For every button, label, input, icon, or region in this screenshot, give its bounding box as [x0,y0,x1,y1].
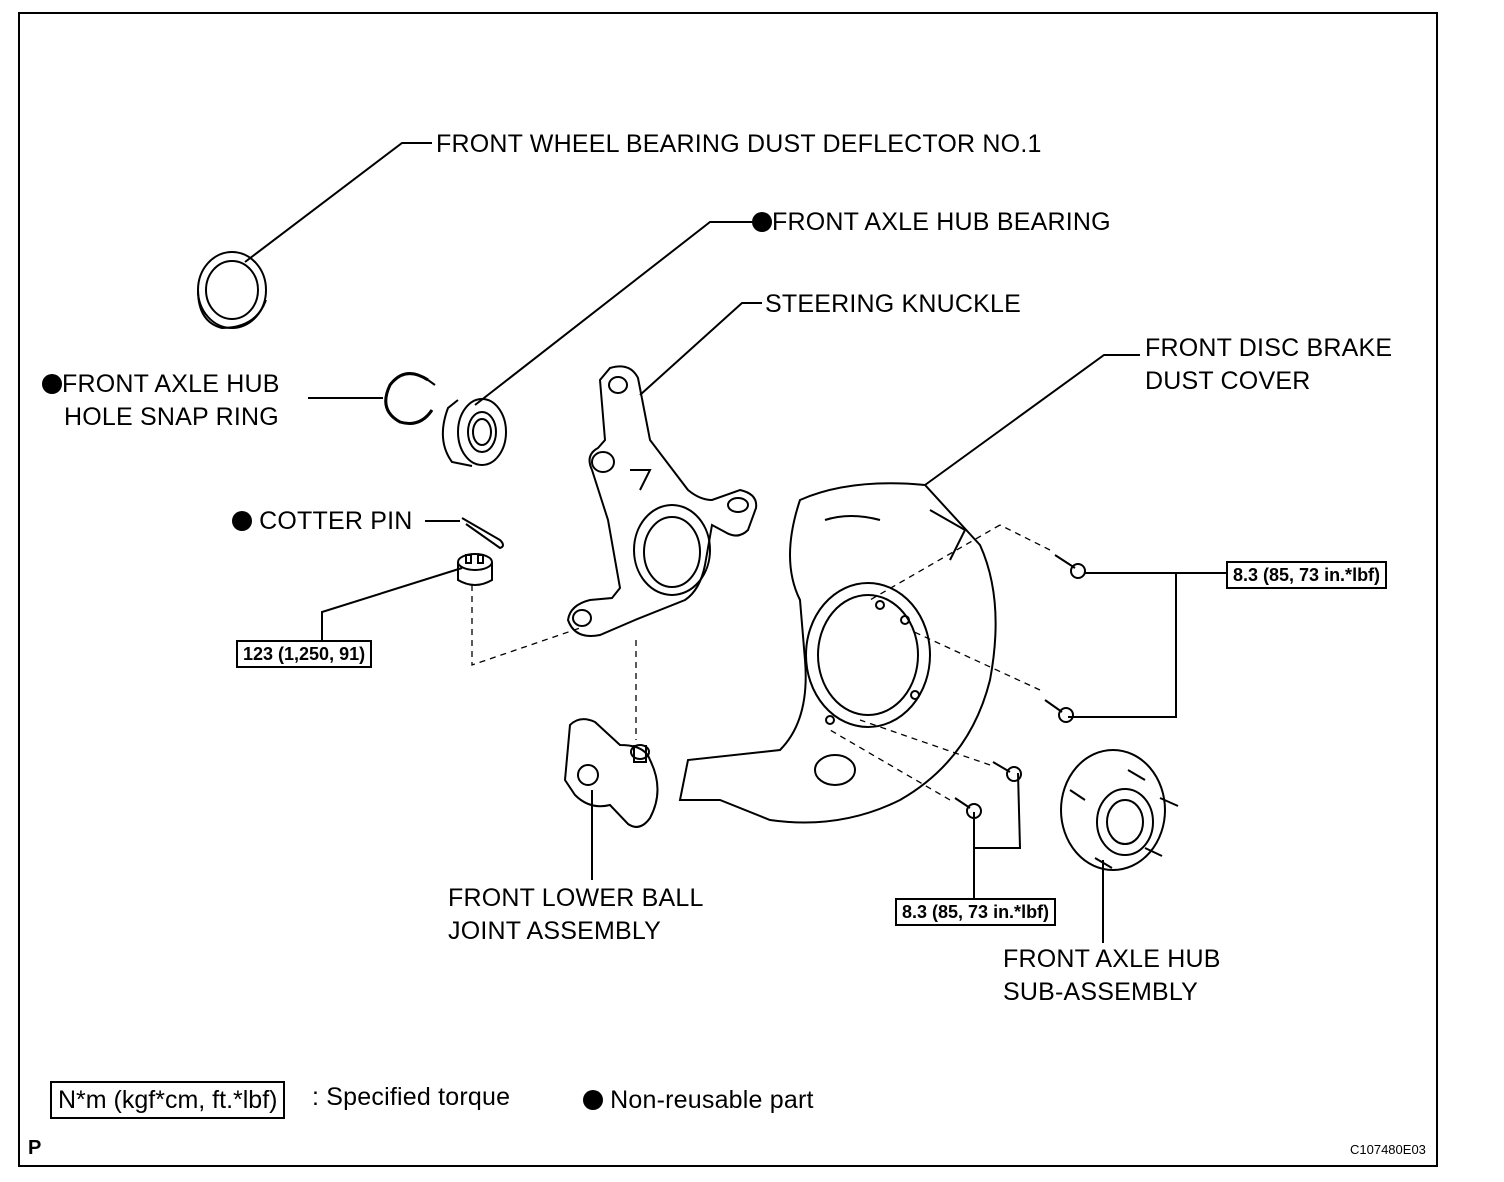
legend-torque-box: N*m (kgf*cm, ft.*lbf) [50,1081,286,1119]
ball-joint-part [563,718,659,828]
torque-cover-bolts-lower: 8.3 (85, 73 in.*lbf) [895,898,1057,926]
leader-steering-knuckle [639,302,762,396]
cotter-pin-part [461,517,504,550]
leader-disc-brake-cover [924,354,1140,486]
leader-hub-bearing [474,221,752,406]
figure-code: C107480E03 [1350,1142,1426,1157]
axle-hub-part [1060,749,1179,871]
torque-cover-bolts-upper: 8.3 (85, 73 in.*lbf) [1226,561,1388,589]
leader-cover-bolt-lower [973,772,1022,849]
snap-ring-part [384,372,434,425]
label-cotter-pin: COTTER PIN [232,505,413,538]
label-dust-deflector: FRONT WHEEL BEARING DUST DEFLECTOR NO.1 [436,130,1042,158]
leader-dust-deflector [244,142,432,263]
nonreusable-dot-icon [232,511,252,531]
nonreusable-dot-icon [42,374,62,394]
nonreusable-dot-icon [752,212,772,232]
nonreusable-dot-icon [583,1090,603,1110]
footer-mark: P [28,1137,42,1159]
hub-bearing-part [441,398,507,467]
leader-cover-bolt-upper [1068,572,1177,718]
castle-nut-part [457,553,493,586]
leader-nut-torque [321,567,463,640]
legend-torque-text: : Specified torque [312,1083,511,1111]
disc-brake-dust-cover-part [678,482,997,824]
dust-deflector-part [197,251,267,330]
label-steering-knuckle: STEERING KNUCKLE [765,290,1022,318]
diagram-frame [18,12,1438,1167]
label-hub-bearing: FRONT AXLE HUB BEARING [752,206,1111,239]
legend-nonreusable: Non-reusable part [583,1084,814,1117]
cover-bolts [954,554,1086,819]
steering-knuckle-part [566,365,758,637]
torque-nut: 123 (1,250, 91) [236,640,373,668]
